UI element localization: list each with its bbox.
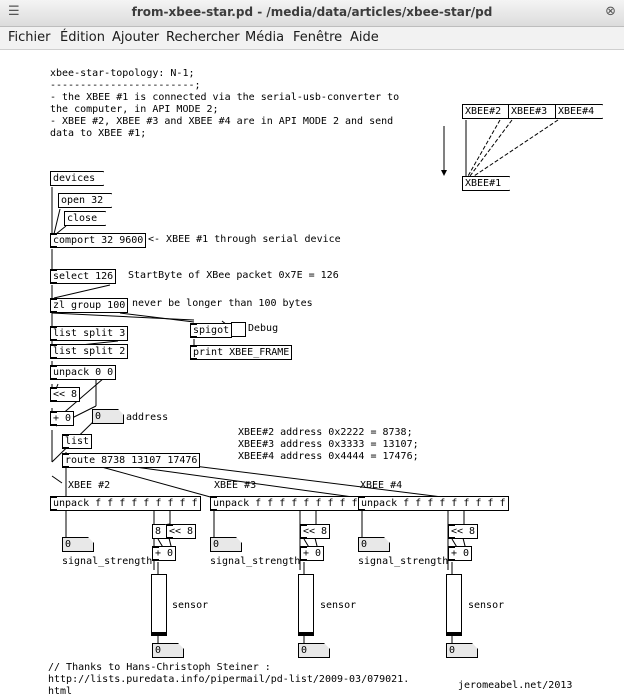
obj-plus-xbee4[interactable]: + 0 bbox=[448, 546, 473, 561]
msg-xbee3[interactable]: XBEE#3 bbox=[508, 104, 556, 119]
menu-fichier[interactable]: Fichier bbox=[8, 30, 51, 45]
msg-xbee4[interactable]: XBEE#4 bbox=[555, 104, 603, 119]
addresses-comment: XBEE#2 address 0x2222 = 8738; XBEE#3 add… bbox=[238, 427, 419, 462]
menu-media[interactable]: Média bbox=[245, 30, 285, 45]
menu-fenetre[interactable]: Fenêtre bbox=[293, 30, 343, 45]
sensor-number-xbee2[interactable]: 0 bbox=[152, 643, 184, 658]
obj-shl-xbee2[interactable]: << 8 bbox=[166, 524, 197, 539]
branch-label-xbee2: XBEE #2 bbox=[68, 480, 111, 491]
obj-list[interactable]: list bbox=[62, 434, 93, 449]
close-icon[interactable]: ⊗ bbox=[605, 4, 616, 19]
obj-zl-group[interactable]: zl group 100 bbox=[50, 298, 129, 313]
msg-devices[interactable]: devices bbox=[50, 171, 104, 186]
thanks-comment: // Thanks to Hans-Christoph Steiner : ht… bbox=[48, 662, 410, 697]
obj-unpack-xbee4[interactable]: unpack f f f f f f f f f bbox=[358, 496, 509, 511]
msg-open[interactable]: open 32 bbox=[58, 193, 112, 208]
obj-list-split-3[interactable]: list split 3 bbox=[50, 326, 129, 341]
obj-unpack-xbee3[interactable]: unpack f f f f f f f f f bbox=[210, 496, 361, 511]
obj-list-split-2[interactable]: list split 2 bbox=[50, 344, 129, 359]
credit-comment: jeromeabel.net/2013 bbox=[458, 680, 573, 691]
sensor-number-xbee3[interactable]: 0 bbox=[298, 643, 330, 658]
window-menu-icon[interactable]: ☰ bbox=[8, 4, 20, 19]
obj-shift-left[interactable]: << 8 bbox=[50, 387, 81, 402]
sensor-label-xbee3: sensor bbox=[320, 600, 357, 611]
obj-select[interactable]: select 126 bbox=[50, 269, 117, 284]
signal-label-xbee2: signal_strength bbox=[62, 556, 153, 567]
obj-spigot[interactable]: spigot bbox=[190, 323, 233, 338]
select-note: StartByte of XBee packet 0x7E = 126 bbox=[128, 270, 339, 281]
menu-edition[interactable]: Édition bbox=[60, 30, 105, 45]
signal-number-xbee4[interactable]: 0 bbox=[358, 537, 390, 552]
menu-rechercher[interactable]: Rechercher bbox=[166, 30, 240, 45]
obj-unpack-00[interactable]: unpack 0 0 bbox=[50, 365, 117, 380]
menu-aide[interactable]: Aide bbox=[350, 30, 379, 45]
debug-toggle[interactable] bbox=[231, 322, 246, 337]
obj-plus[interactable]: + 0 bbox=[50, 411, 75, 426]
window-title: from-xbee-star.pd - /media/data/articles… bbox=[131, 5, 493, 19]
sensor-label-xbee2: sensor bbox=[172, 600, 209, 611]
obj-plus-xbee2[interactable]: + 0 bbox=[152, 546, 177, 561]
signal-number-xbee3[interactable]: 0 bbox=[210, 537, 242, 552]
obj-route[interactable]: route 8738 13107 17476 bbox=[62, 453, 201, 468]
header-comment: xbee-star-topology: N-1; ---------------… bbox=[50, 68, 400, 139]
signal-label-xbee4: signal_strength bbox=[358, 556, 449, 567]
address-label: address bbox=[126, 412, 169, 423]
sensor-slider-xbee2[interactable] bbox=[151, 574, 167, 636]
signal-number-xbee2[interactable]: 0 bbox=[62, 537, 94, 552]
debug-label: Debug bbox=[248, 323, 279, 334]
zl-note: never be longer than 100 bytes bbox=[132, 298, 313, 309]
obj-unpack-xbee2[interactable]: unpack f f f f f f f f f bbox=[50, 496, 201, 511]
obj-print[interactable]: print XBEE_FRAME bbox=[190, 345, 293, 360]
menu-ajouter[interactable]: Ajouter bbox=[112, 30, 160, 45]
obj-comport[interactable]: comport 32 9600 bbox=[50, 233, 147, 248]
address-number[interactable]: 0 bbox=[92, 409, 124, 424]
branch-label-xbee4: XBEE #4 bbox=[360, 480, 403, 491]
sensor-slider-xbee3[interactable] bbox=[298, 574, 314, 636]
msg-xbee2[interactable]: XBEE#2 bbox=[462, 104, 510, 119]
sensor-label-xbee4: sensor bbox=[468, 600, 505, 611]
sensor-slider-xbee4[interactable] bbox=[446, 574, 462, 636]
msg-close[interactable]: close bbox=[64, 211, 106, 226]
obj-plus-xbee3[interactable]: + 0 bbox=[300, 546, 325, 561]
sensor-number-xbee4[interactable]: 0 bbox=[446, 643, 478, 658]
signal-label-xbee3: signal_strength bbox=[210, 556, 301, 567]
msg-xbee1[interactable]: XBEE#1 bbox=[462, 176, 510, 191]
patch-canvas[interactable]: xbee-star-topology: N-1; ---------------… bbox=[0, 50, 624, 699]
menu-bar: Fichier Édition Ajouter Rechercher Média… bbox=[0, 27, 624, 50]
title-bar: ☰ from-xbee-star.pd - /media/data/articl… bbox=[0, 0, 624, 27]
comport-note: <- XBEE #1 through serial device bbox=[148, 234, 341, 245]
obj-shl-xbee4[interactable]: << 8 bbox=[448, 524, 479, 539]
obj-shl-xbee3[interactable]: << 8 bbox=[300, 524, 331, 539]
branch-label-xbee3: XBEE #3 bbox=[214, 480, 257, 491]
